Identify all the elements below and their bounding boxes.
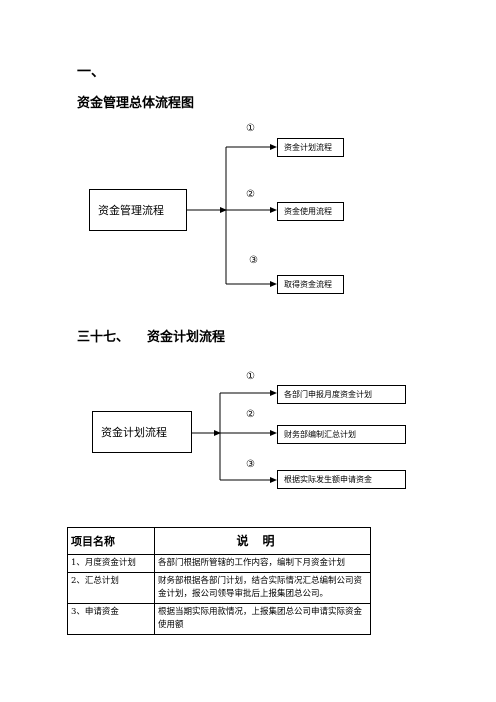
box-fund-plan-flow: 资金计划流程: [277, 138, 344, 157]
box-fund-plan-flow-main: 资金计划流程: [92, 411, 192, 453]
table-header-row: 项目名称 说明: [67, 527, 371, 555]
cell-item-name: 2、汇总计划: [67, 572, 155, 604]
branch-number-1: ①: [246, 371, 255, 382]
heading-fund-plan-flow: 三十七、 资金计划流程: [77, 326, 225, 345]
branch-number-1: ①: [246, 123, 255, 134]
cell-item-name: 1、月度资金计划: [67, 554, 155, 573]
cell-description: 各部门根据所管辖的工作内容，编制下月资金计划: [154, 554, 371, 573]
box-fund-use-flow: 资金使用流程: [277, 202, 344, 221]
cell-description: 财务部根据各部门计划，结合实际情况汇总编制公司资金计划，报公司领导审批后上报集团…: [154, 572, 371, 604]
box-obtain-funds-flow: 取得资金流程: [277, 275, 344, 294]
description-table: 项目名称 说明 1、月度资金计划 各部门根据所管辖的工作内容，编制下月资金计划 …: [67, 527, 371, 635]
heading-overall-flowchart: 资金管理总体流程图: [77, 96, 195, 111]
box-finance-summary-plan: 财务部编制汇总计划: [277, 425, 406, 444]
branch-number-2: ②: [246, 189, 255, 200]
branch-number-2: ②: [246, 409, 255, 420]
branch-number-3: ③: [249, 255, 258, 266]
box-apply-actual-funds: 根据实际发生额申请资金: [277, 470, 406, 489]
diagram1-connectors: [187, 144, 277, 287]
table-row: 1、月度资金计划 各部门根据所管辖的工作内容，编制下月资金计划: [67, 554, 371, 573]
diagram2-connectors: [192, 390, 277, 483]
table-row: 3、申请资金 根据当期实际用款情况，上报集团总公司申请实际资金使用额: [67, 603, 371, 635]
cell-description: 根据当期实际用款情况，上报集团总公司申请实际资金使用额: [154, 603, 371, 635]
heading-title: 资金计划流程: [147, 330, 226, 345]
heading-section-one: 一、: [77, 64, 105, 80]
heading-number: 三十七、: [77, 330, 130, 345]
box-dept-monthly-plan: 各部门申报月度资金计划: [277, 385, 406, 404]
header-item-name: 项目名称: [67, 527, 155, 555]
branch-number-3: ③: [246, 459, 255, 470]
header-description: 说明: [154, 527, 371, 555]
table-row: 2、汇总计划 财务部根据各部门计划，结合实际情况汇总编制公司资金计划，报公司领导…: [67, 572, 371, 604]
cell-item-name: 3、申请资金: [67, 603, 155, 635]
box-fund-management-flow: 资金管理流程: [89, 189, 187, 231]
